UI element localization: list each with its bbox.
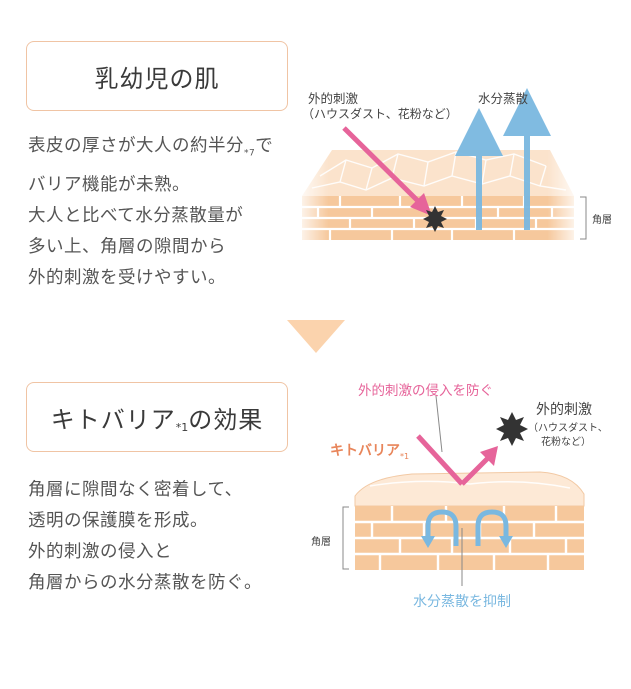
section2-body: 角層に隙間なく密着して、 透明の保護膜を形成。 外的刺激の侵入と 角層からの水分… bbox=[28, 475, 262, 599]
body-line: 角層に隙間なく密着して、 bbox=[28, 480, 243, 500]
body-line: 角層からの水分蒸散を防ぐ。 bbox=[28, 573, 262, 593]
section2-title-box: キトバリア*1の効果 bbox=[26, 382, 288, 452]
layer-bracket bbox=[342, 506, 349, 570]
body-line: 表皮の厚さが大人の約半分*7で bbox=[28, 136, 274, 159]
blocked-evaporation-arrow bbox=[425, 509, 459, 546]
evaporation-label: 水分蒸散 bbox=[478, 91, 529, 106]
layer-label: 角層 bbox=[311, 537, 331, 548]
skin-diagram-1 bbox=[294, 88, 587, 244]
deflection-arrowhead bbox=[480, 446, 498, 466]
stimulus-arrow bbox=[342, 126, 422, 205]
stimulus-note: （ハウスダスト、花粉など） bbox=[302, 107, 458, 121]
stimulus-note: 花粉など） bbox=[541, 437, 591, 448]
body-line: 外的刺激の侵入と bbox=[28, 542, 172, 562]
body-line: 透明の保護膜を形成。 bbox=[28, 511, 208, 531]
stimulus-label: 外的刺激 bbox=[308, 91, 359, 106]
section1-title: 乳幼児の肌 bbox=[94, 64, 220, 93]
film-label: キトバリア*1 bbox=[330, 443, 410, 461]
blocked-evaporation-arrow bbox=[475, 509, 509, 546]
down-arrow-triangle bbox=[287, 320, 345, 353]
section1-body: 表皮の厚さが大人の約半分*7で バリア機能が未熟。 大人と比べて水分蒸散量が 多… bbox=[28, 131, 273, 294]
body-line: 多い上、角層の隙間から bbox=[28, 236, 226, 257]
section2-title: キトバリア*1の効果 bbox=[50, 405, 264, 434]
body-line: 大人と比べて水分蒸散量が bbox=[28, 205, 244, 226]
stimulus-particle bbox=[496, 412, 528, 446]
protective-film bbox=[354, 471, 585, 507]
skin-diagram-2 bbox=[342, 395, 585, 586]
stimulus-particle bbox=[423, 206, 447, 232]
layer-bracket bbox=[580, 196, 587, 240]
body-line: 外的刺激を受けやすい。 bbox=[28, 267, 226, 288]
stimulus-label: 外的刺激 bbox=[536, 402, 592, 418]
section1-title-box: 乳幼児の肌 bbox=[26, 41, 288, 111]
layer-label: 角層 bbox=[592, 215, 612, 226]
prevent-label: 外的刺激の侵入を防ぐ bbox=[358, 383, 493, 399]
stimulus-note: （ハウスダスト、 bbox=[528, 423, 608, 434]
body-line: バリア機能が未熟。 bbox=[28, 174, 190, 195]
suppress-label: 水分蒸散を抑制 bbox=[413, 594, 511, 610]
